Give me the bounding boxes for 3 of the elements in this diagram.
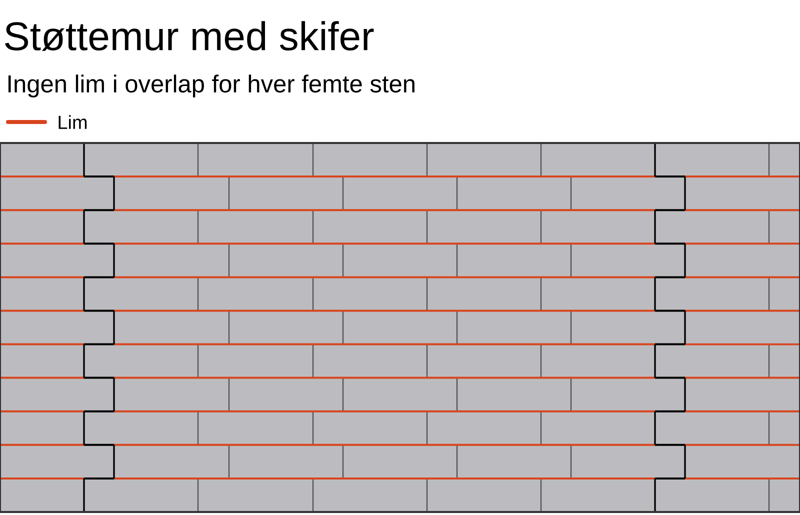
subtitle: Ingen lim i overlap for hver femte sten (8, 74, 414, 98)
title: Støttemur med skifer (5, 21, 374, 51)
legend-label: Lim (58, 115, 87, 129)
